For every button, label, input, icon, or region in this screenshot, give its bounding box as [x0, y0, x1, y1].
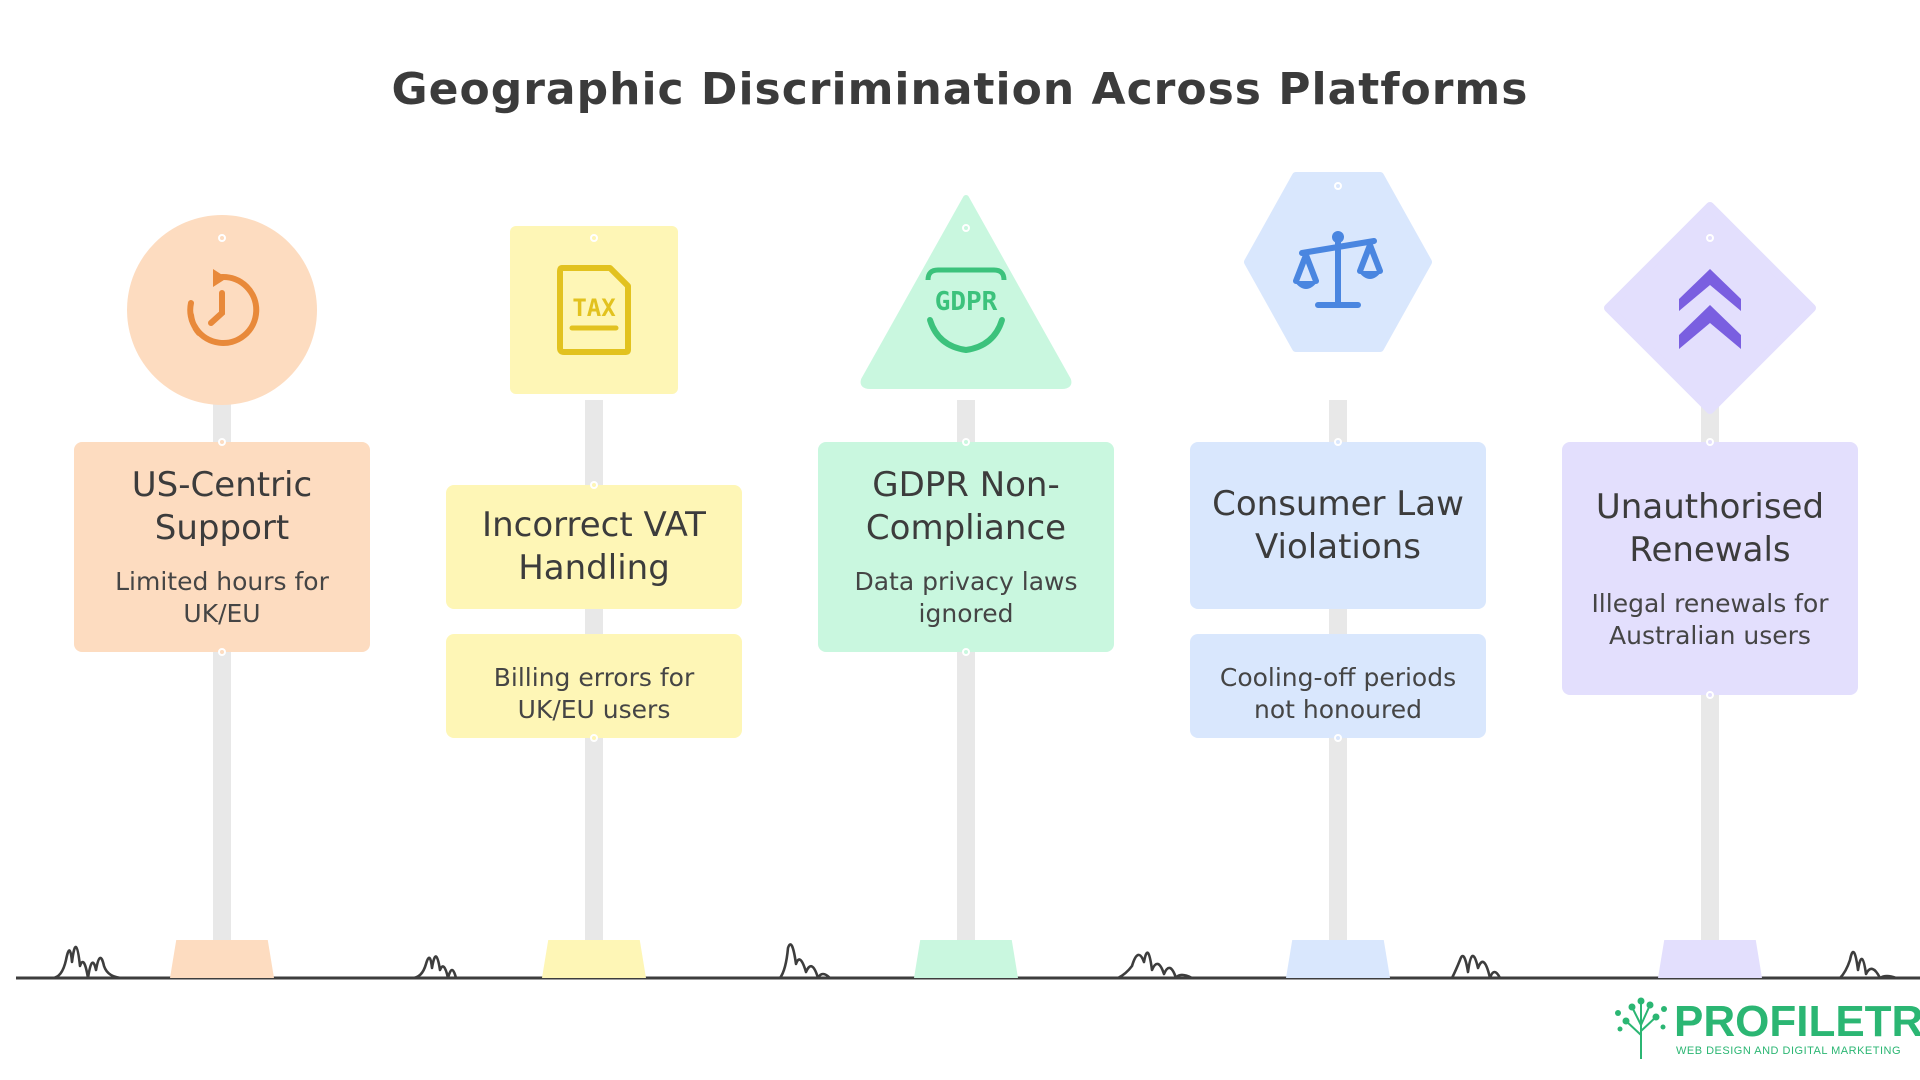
sign-description-panel: Billing errors for UK/EU users	[446, 634, 742, 738]
ground-line	[16, 943, 1920, 980]
sign-shape-square	[484, 200, 704, 420]
logo-wordmark: PROFILETREE	[1674, 997, 1920, 1046]
double-chevron-up-icon	[1675, 265, 1745, 355]
connector-dot	[1706, 691, 1714, 699]
page-title: Geographic Discrimination Across Platfor…	[391, 64, 1529, 115]
clock-refresh-icon	[177, 265, 267, 355]
sign-description: Illegal renewals for Australian users	[1591, 588, 1829, 650]
svg-text:TAX: TAX	[572, 294, 616, 322]
connector-dot	[1334, 182, 1342, 190]
tree-logo-icon	[1615, 997, 1667, 1059]
sign-heading: Consumer Law Violations	[1212, 483, 1464, 567]
sign-panel: Incorrect VAT Handling	[446, 485, 742, 609]
connector-dot	[218, 438, 226, 446]
scales-icon	[1288, 223, 1388, 313]
sign-base	[914, 940, 1018, 978]
gdpr-shield-icon: GDPR	[918, 258, 1014, 354]
logo-tagline: WEB DESIGN AND DIGITAL MARKETING	[1676, 1045, 1902, 1057]
sign-heading: Unauthorised Renewals	[1595, 486, 1825, 570]
profiletree-logo: PROFILETREE WEB DESIGN AND DIGITAL MARKE…	[1610, 995, 1920, 1061]
sign-base	[1286, 940, 1390, 978]
connector-dot	[1334, 734, 1342, 742]
sign-base	[170, 940, 274, 978]
connector-dot	[962, 438, 970, 446]
connector-dot	[590, 734, 598, 742]
sign-base	[1658, 940, 1762, 978]
connector-dot	[962, 224, 970, 232]
svg-text:GDPR: GDPR	[935, 287, 998, 317]
connector-dot	[1706, 438, 1714, 446]
connector-dot	[1706, 234, 1714, 242]
sign-base	[542, 940, 646, 978]
sign-description: Limited hours for UK/EU	[115, 567, 329, 628]
tax-document-icon: TAX	[554, 264, 634, 356]
sign-heading: GDPR Non-Compliance	[865, 465, 1067, 548]
sign-description-panel: Cooling-off periods not honoured	[1190, 634, 1486, 738]
sign-shape-triangle	[856, 190, 1076, 410]
connector-dot	[590, 481, 598, 489]
sign-description: Data privacy laws ignored	[854, 567, 1078, 628]
connector-dot	[218, 648, 226, 656]
connector-dot	[962, 648, 970, 656]
connector-dot	[1334, 438, 1342, 446]
connector-dot	[218, 234, 226, 242]
sign-heading: Incorrect VAT Handling	[482, 505, 706, 588]
sign-panel: Consumer Law Violations	[1190, 442, 1486, 609]
sign-description: Cooling-off periods not honoured	[1219, 663, 1457, 724]
sign-heading: US-Centric Support	[131, 465, 313, 548]
sign-description: Billing errors for UK/EU users	[493, 663, 695, 724]
connector-dot	[590, 234, 598, 242]
